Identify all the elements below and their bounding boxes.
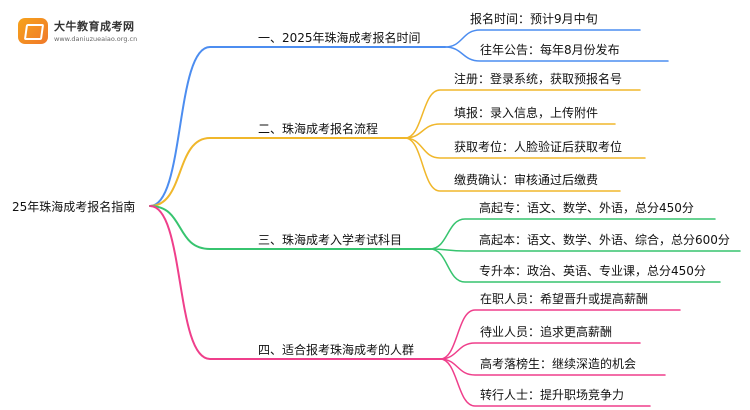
leaf-2-2: 填报：录入信息，上传附件 [454,106,599,120]
leaf-4-2-connector [439,342,641,360]
leaf-2-1: 注册：登录系统，获取预报名号 [454,72,623,86]
leaf-4-4-connector [439,358,651,407]
leaf-1-2-connector [444,46,669,62]
site-logo: 大牛教育成考网 www.daniuzueaiao.org.cn [18,16,168,50]
leaf-3-2-connector [429,248,741,252]
leaf-2-4-connector [404,137,621,192]
branch-2-label: 二、珠海成考报名流程 [258,122,379,136]
logo-url: www.daniuzueaiao.org.cn [54,35,138,43]
leaf-2-2-connector [404,123,616,139]
branch-1-label: 一、2025年珠海成考报名时间 [258,31,421,45]
leaf-1-2: 往年公告：每年8月份发布 [480,43,620,57]
leaf-1-1: 报名时间：预计9月中旬 [470,12,598,26]
leaf-4-1-connector [439,309,681,360]
root-node: 25年珠海成考报名指南 [12,200,136,214]
branch-2-connector [149,137,406,207]
branch-4-label: 四、适合报考珠海成考的人群 [258,343,415,357]
leaf-4-1: 在职人员：希望晋升或提高薪酬 [480,292,649,306]
logo-book-icon [18,18,48,44]
leaf-1-1-connector [444,29,641,48]
logo-title: 大牛教育成考网 [54,20,135,33]
branch-1-connector [149,46,446,207]
branch-3-connector [149,205,431,250]
leaf-3-2: 高起本：语文、数学、外语、综合，总分600分 [479,233,730,247]
leaf-2-1-connector [404,89,641,139]
leaf-3-3: 专升本：政治、英语、专业课，总分450分 [479,264,706,278]
branch-4-connector [149,205,441,360]
leaf-3-3-connector [429,248,721,283]
branch-3-label: 三、珠海成考入学考试科目 [258,233,403,247]
leaf-3-1-connector [429,218,716,250]
leaf-4-4: 转行人士：提升职场竞争力 [480,388,625,402]
leaf-4-2: 待业人员：追求更高薪酬 [480,325,613,339]
leaf-2-4: 缴费确认：审核通过后缴费 [454,173,599,187]
leaf-2-3: 获取考位：人脸验证后获取考位 [454,140,623,154]
leaf-4-3: 高考落榜生：继续深造的机会 [480,357,637,371]
leaf-3-1: 高起专：语文、数学、外语，总分450分 [479,201,694,215]
